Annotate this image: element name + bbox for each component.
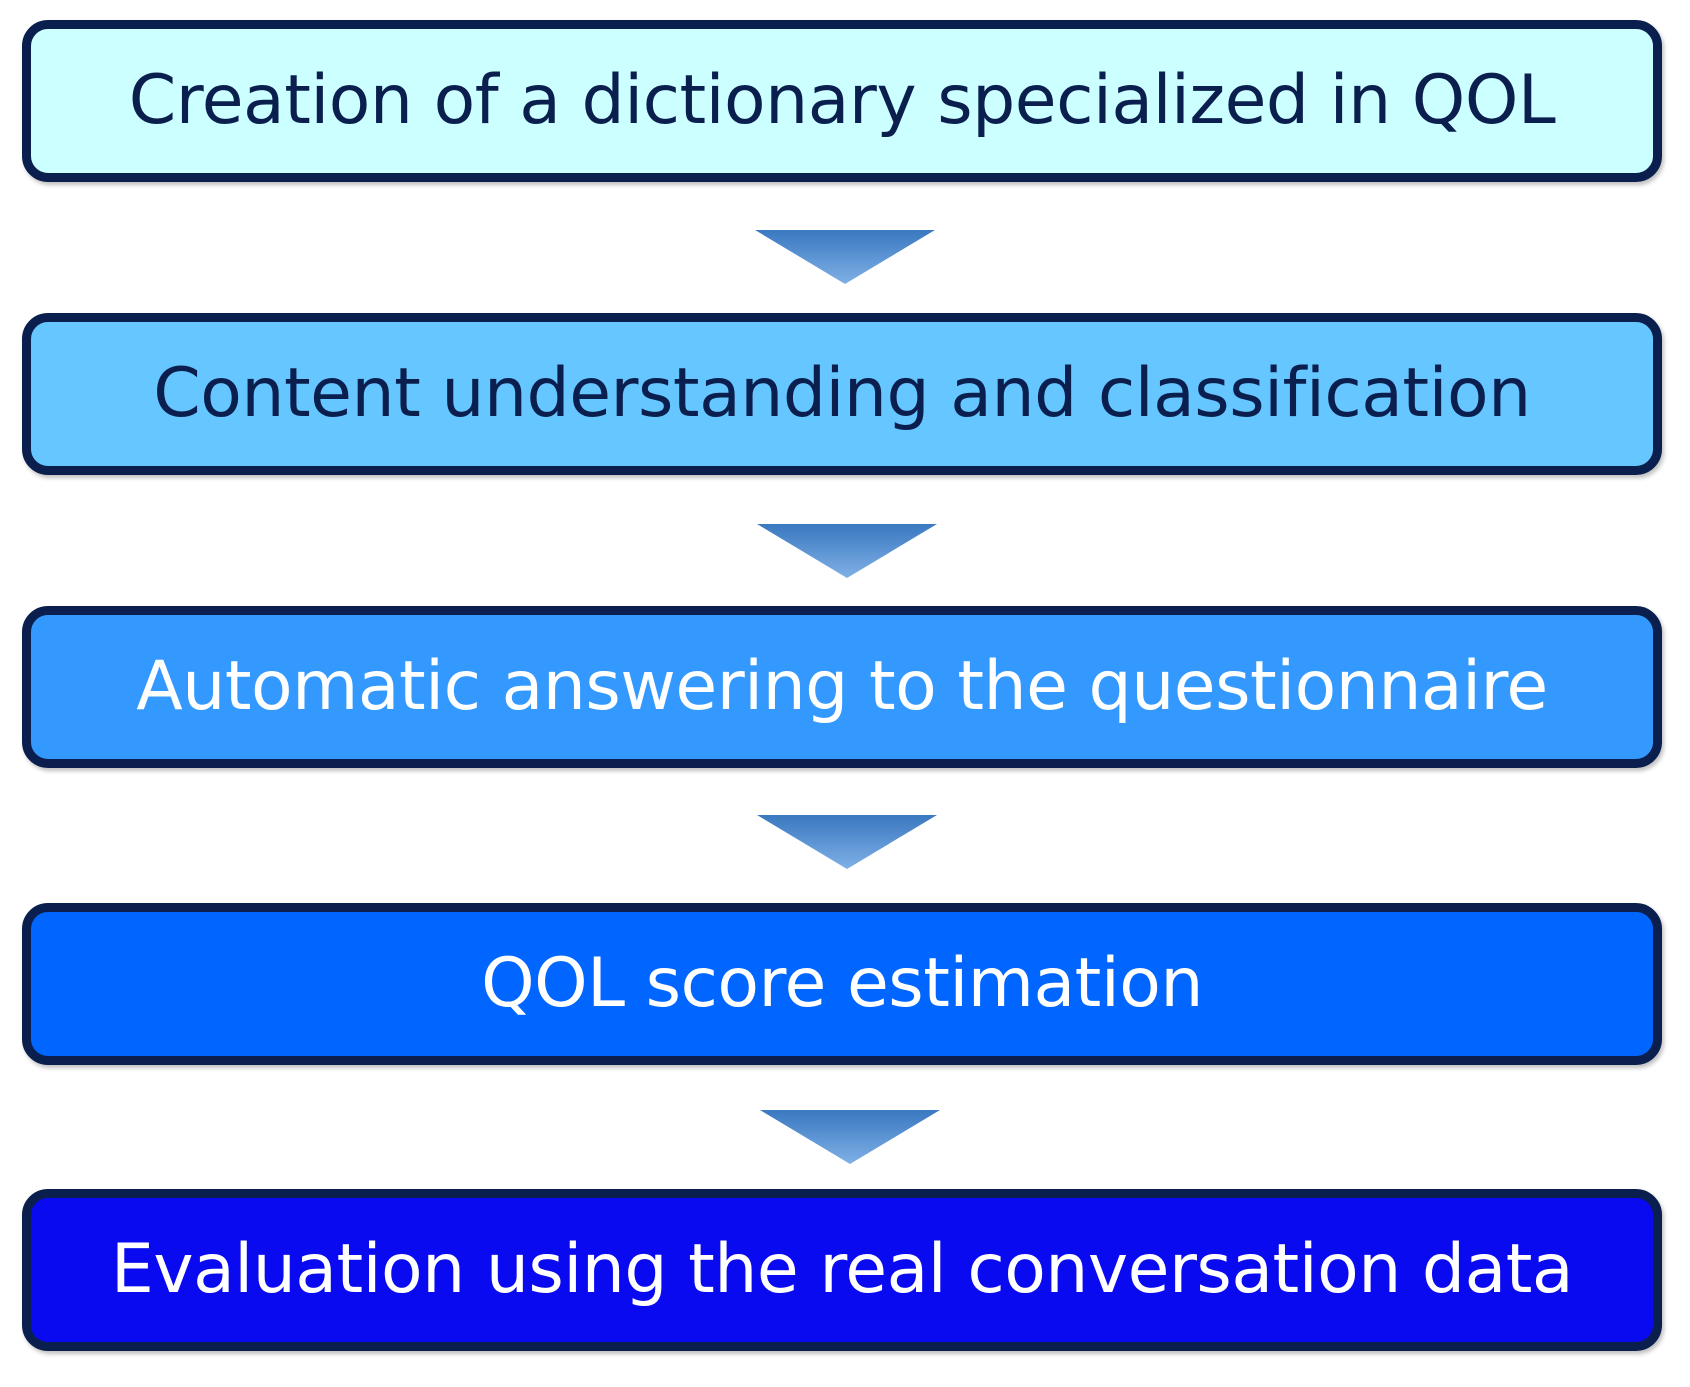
down-arrow-icon [755, 230, 935, 284]
down-arrow-icon [757, 524, 937, 578]
step-label: Content understanding and classification [153, 354, 1531, 433]
step-label: Evaluation using the real conversation d… [110, 1230, 1574, 1309]
step-box-automatic-answering: Automatic answering to the questionnaire [22, 606, 1662, 768]
step-label: QOL score estimation [481, 944, 1203, 1023]
step-box-qol-score-estimation: QOL score estimation [22, 903, 1662, 1065]
step-label: Automatic answering to the questionnaire [136, 647, 1548, 726]
step-box-dictionary-creation: Creation of a dictionary specialized in … [22, 20, 1662, 182]
step-box-evaluation: Evaluation using the real conversation d… [22, 1189, 1662, 1351]
down-arrow-icon [760, 1110, 940, 1164]
down-arrow-icon [757, 815, 937, 869]
step-label: Creation of a dictionary specialized in … [128, 61, 1556, 140]
step-box-content-understanding: Content understanding and classification [22, 313, 1662, 475]
